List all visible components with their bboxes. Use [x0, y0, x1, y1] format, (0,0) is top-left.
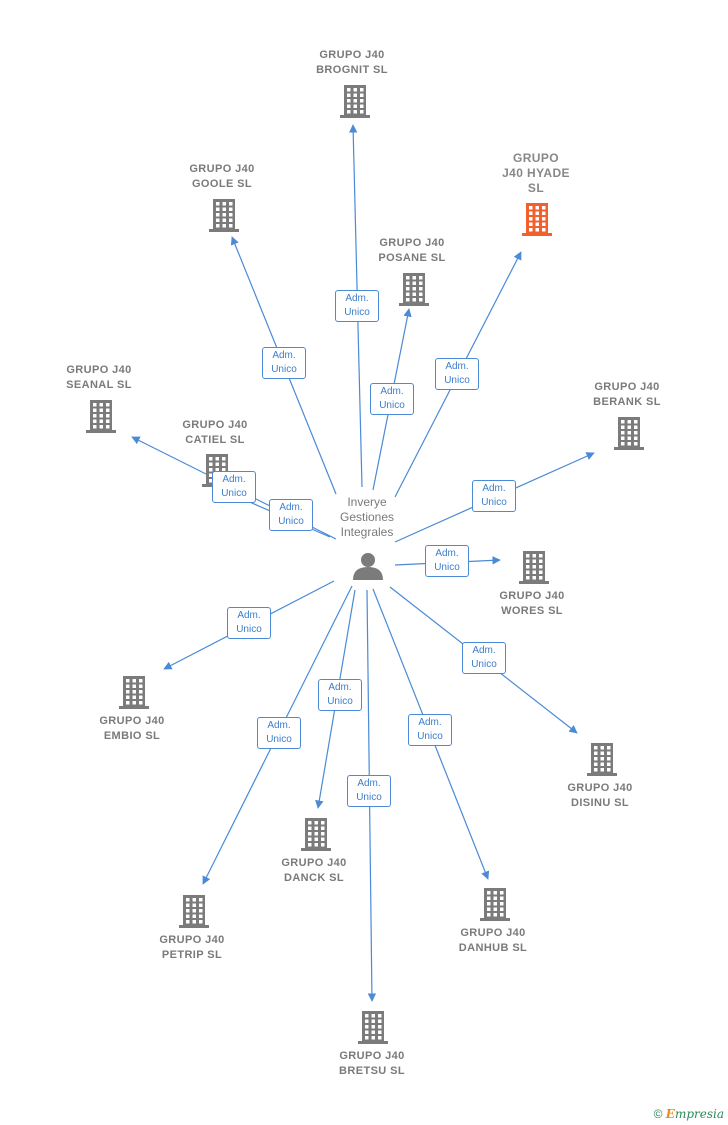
company-label-danck[interactable]: GRUPO J40 DANCK SL [281, 857, 347, 884]
building-icon-seanal[interactable] [86, 400, 116, 433]
relation-label-bretsu: Adm. Unico [347, 775, 391, 807]
building-icon-wores[interactable] [519, 551, 549, 584]
company-label-wores[interactable]: GRUPO J40 WORES SL [499, 590, 565, 617]
relation-label-danck: Adm. Unico [318, 679, 362, 711]
relation-label-danhub: Adm. Unico [408, 714, 452, 746]
building-icon-brognit[interactable] [340, 85, 370, 118]
relation-label-catiel: Adm. Unico [269, 499, 313, 531]
company-label-bretsu[interactable]: GRUPO J40 BRETSU SL [339, 1050, 405, 1077]
company-label-disinu[interactable]: GRUPO J40 DISINU SL [567, 782, 633, 809]
relation-label-seanal: Adm. Unico [212, 471, 256, 503]
company-label-danhub[interactable]: GRUPO J40 DANHUB SL [458, 927, 528, 954]
relation-label-wores: Adm. Unico [425, 545, 469, 577]
building-icon-embio[interactable] [119, 676, 149, 709]
relation-label-embio: Adm. Unico [227, 607, 271, 639]
relation-label-goole: Adm. Unico [262, 347, 306, 379]
center-person-label[interactable]: Inverye Gestiones Integrales [339, 495, 395, 539]
relation-label-hyade: Adm. Unico [435, 358, 479, 390]
person-icon[interactable] [353, 553, 383, 580]
company-label-posane[interactable]: GRUPO J40 POSANE SL [378, 237, 446, 264]
company-label-brognit[interactable]: GRUPO J40 BROGNIT SL [316, 49, 388, 76]
building-icon-petrip[interactable] [179, 895, 209, 928]
footer-brand: © Empresia [654, 1107, 724, 1121]
relation-label-brognit: Adm. Unico [335, 290, 379, 322]
building-icon-danck[interactable] [301, 818, 331, 851]
relation-label-petrip: Adm. Unico [257, 717, 301, 749]
building-icon-disinu[interactable] [587, 743, 617, 776]
company-label-embio[interactable]: GRUPO J40 EMBIO SL [99, 715, 165, 742]
company-label-petrip[interactable]: GRUPO J40 PETRIP SL [159, 934, 225, 961]
building-icon-goole[interactable] [209, 199, 239, 232]
relation-label-berank: Adm. Unico [472, 480, 516, 512]
company-label-catiel[interactable]: GRUPO J40 CATIEL SL [182, 419, 248, 446]
company-label-goole[interactable]: GRUPO J40 GOOLE SL [189, 163, 255, 190]
copyright-icon: © [653, 1107, 663, 1121]
company-label-berank[interactable]: GRUPO J40 BERANK SL [593, 381, 661, 408]
building-icon-berank[interactable] [614, 417, 644, 450]
company-label-seanal[interactable]: GRUPO J40 SEANAL SL [66, 364, 132, 391]
building-icon-bretsu[interactable] [358, 1011, 388, 1044]
relation-label-posane: Adm. Unico [370, 383, 414, 415]
relation-label-disinu: Adm. Unico [462, 642, 506, 674]
building-icon-hyade[interactable] [522, 203, 552, 236]
company-label-hyade[interactable]: GRUPO J40 HYADE SL [502, 151, 570, 195]
brand-logo: Empresia [665, 1107, 724, 1121]
building-icon-danhub[interactable] [480, 888, 510, 921]
building-icon-posane[interactable] [399, 273, 429, 306]
